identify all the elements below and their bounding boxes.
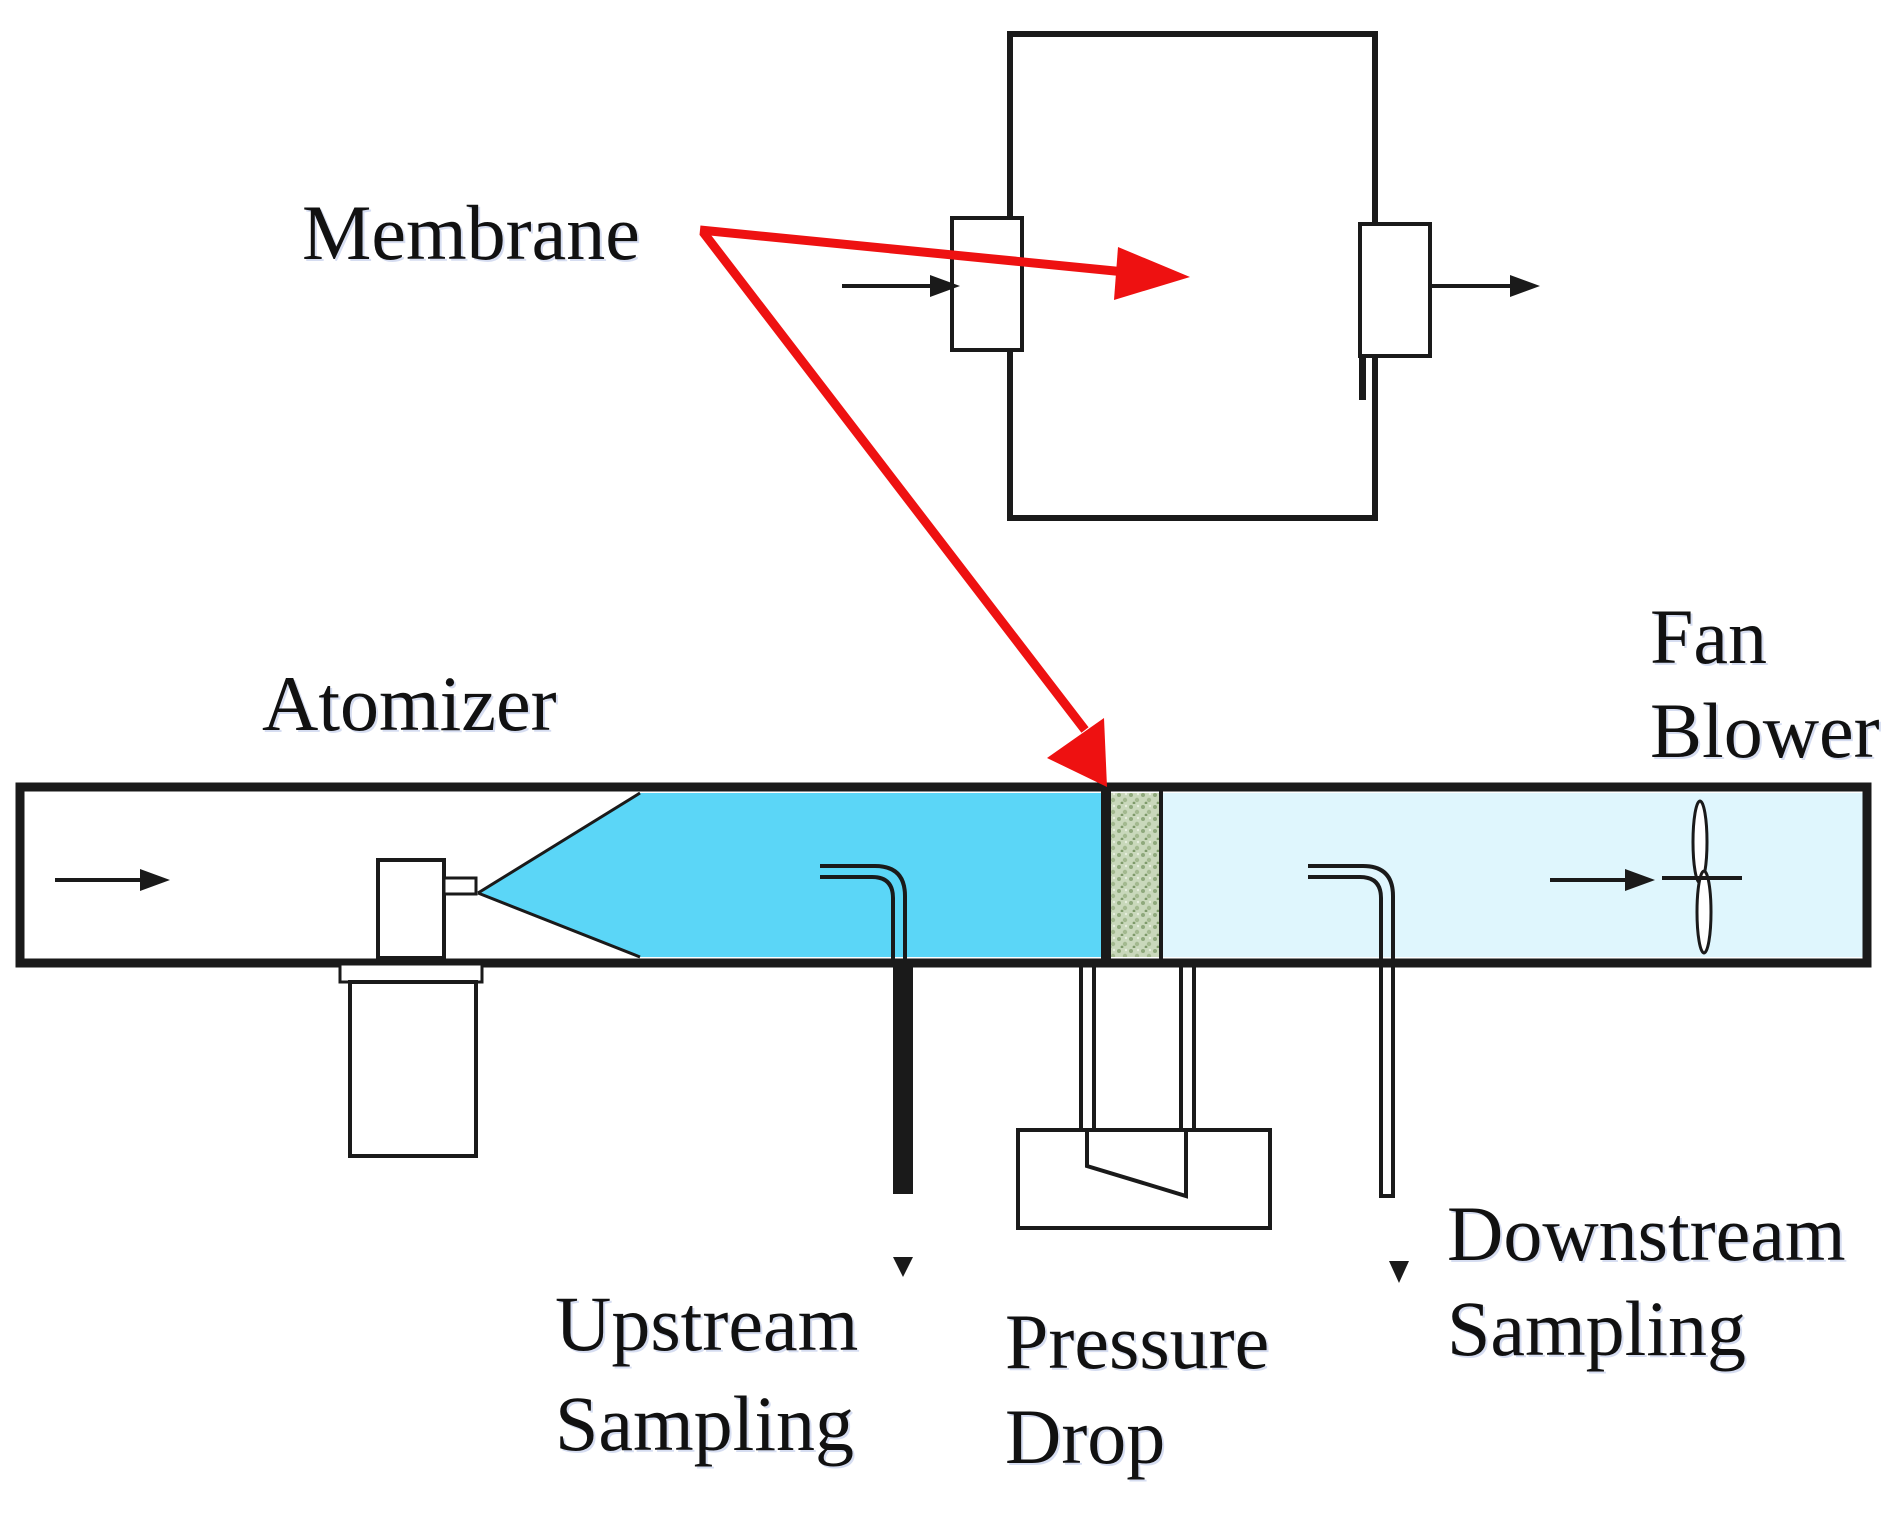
membrane-label: Membrane [302, 189, 640, 276]
holder-outlet-tab [1359, 356, 1366, 400]
membrane-holder [842, 31, 1540, 521]
atomizer-head [376, 858, 446, 960]
holder-inlet-port [950, 216, 1024, 352]
duct-outline [15, 782, 1872, 968]
fan-blade-bottom [1695, 869, 1713, 955]
atomizer [338, 858, 484, 1158]
upstream-sampling-label: Sampling [555, 1380, 855, 1467]
holder-outlet-arrow-head [1510, 275, 1540, 297]
holder-body [1007, 31, 1378, 521]
duct-outlet-arrow-head [1625, 869, 1655, 891]
downstream-sampling-probe [1308, 864, 1409, 1283]
atomizer-spray-cone [478, 793, 640, 957]
blower-label: Blower [1650, 687, 1880, 774]
fan-label: Fan [1650, 593, 1767, 680]
manometer-gauge-box [1016, 1128, 1272, 1230]
manometer-u-tube [1085, 1132, 1188, 1199]
pointer-to-membrane-shaft [699, 229, 1089, 733]
upstream-label: Upstream [555, 1280, 859, 1367]
downstream-sampling-label: Sampling [1447, 1285, 1747, 1372]
fan-blower-icon [1662, 799, 1742, 955]
pointer-to-holder-head [1114, 247, 1190, 300]
holder-outlet-port [1358, 222, 1432, 358]
pressure-drop-manometer [1016, 962, 1272, 1230]
downstream-label: Downstream [1447, 1190, 1846, 1277]
membrane-sample [1107, 793, 1159, 957]
holder-inlet-arrow-head [930, 275, 960, 297]
downstream-sampling-arrow [1389, 1261, 1409, 1283]
upstream-sampling-probe [820, 864, 913, 1277]
membrane-callout-arrows [699, 225, 1190, 787]
atomizer-reservoir [348, 980, 478, 1158]
atomizer-collar [338, 962, 484, 984]
atomizer-label: Atomizer [262, 660, 557, 747]
pressure-label: Pressure [1005, 1298, 1270, 1385]
pointer-to-holder-shaft [699, 225, 1126, 277]
atomizer-nozzle [442, 876, 478, 896]
duct [15, 782, 1872, 968]
downstream-probe-outer-wall [1308, 864, 1395, 1196]
upstream-probe-inner-wall [820, 875, 895, 960]
upstream-probe-outer-wall [820, 864, 907, 960]
duct-downstream-section [1162, 793, 1867, 957]
upstream-sampling-line [893, 962, 913, 1194]
downstream-probe-inner-wall [1308, 875, 1383, 1196]
upstream-sampling-arrow [893, 1257, 913, 1277]
spray-edge-top [477, 791, 641, 895]
pointer-to-membrane-head [1047, 718, 1107, 787]
drop-label: Drop [1005, 1393, 1166, 1480]
duct-inlet-arrow-head [140, 869, 170, 891]
spray-edge-bottom [477, 891, 641, 959]
